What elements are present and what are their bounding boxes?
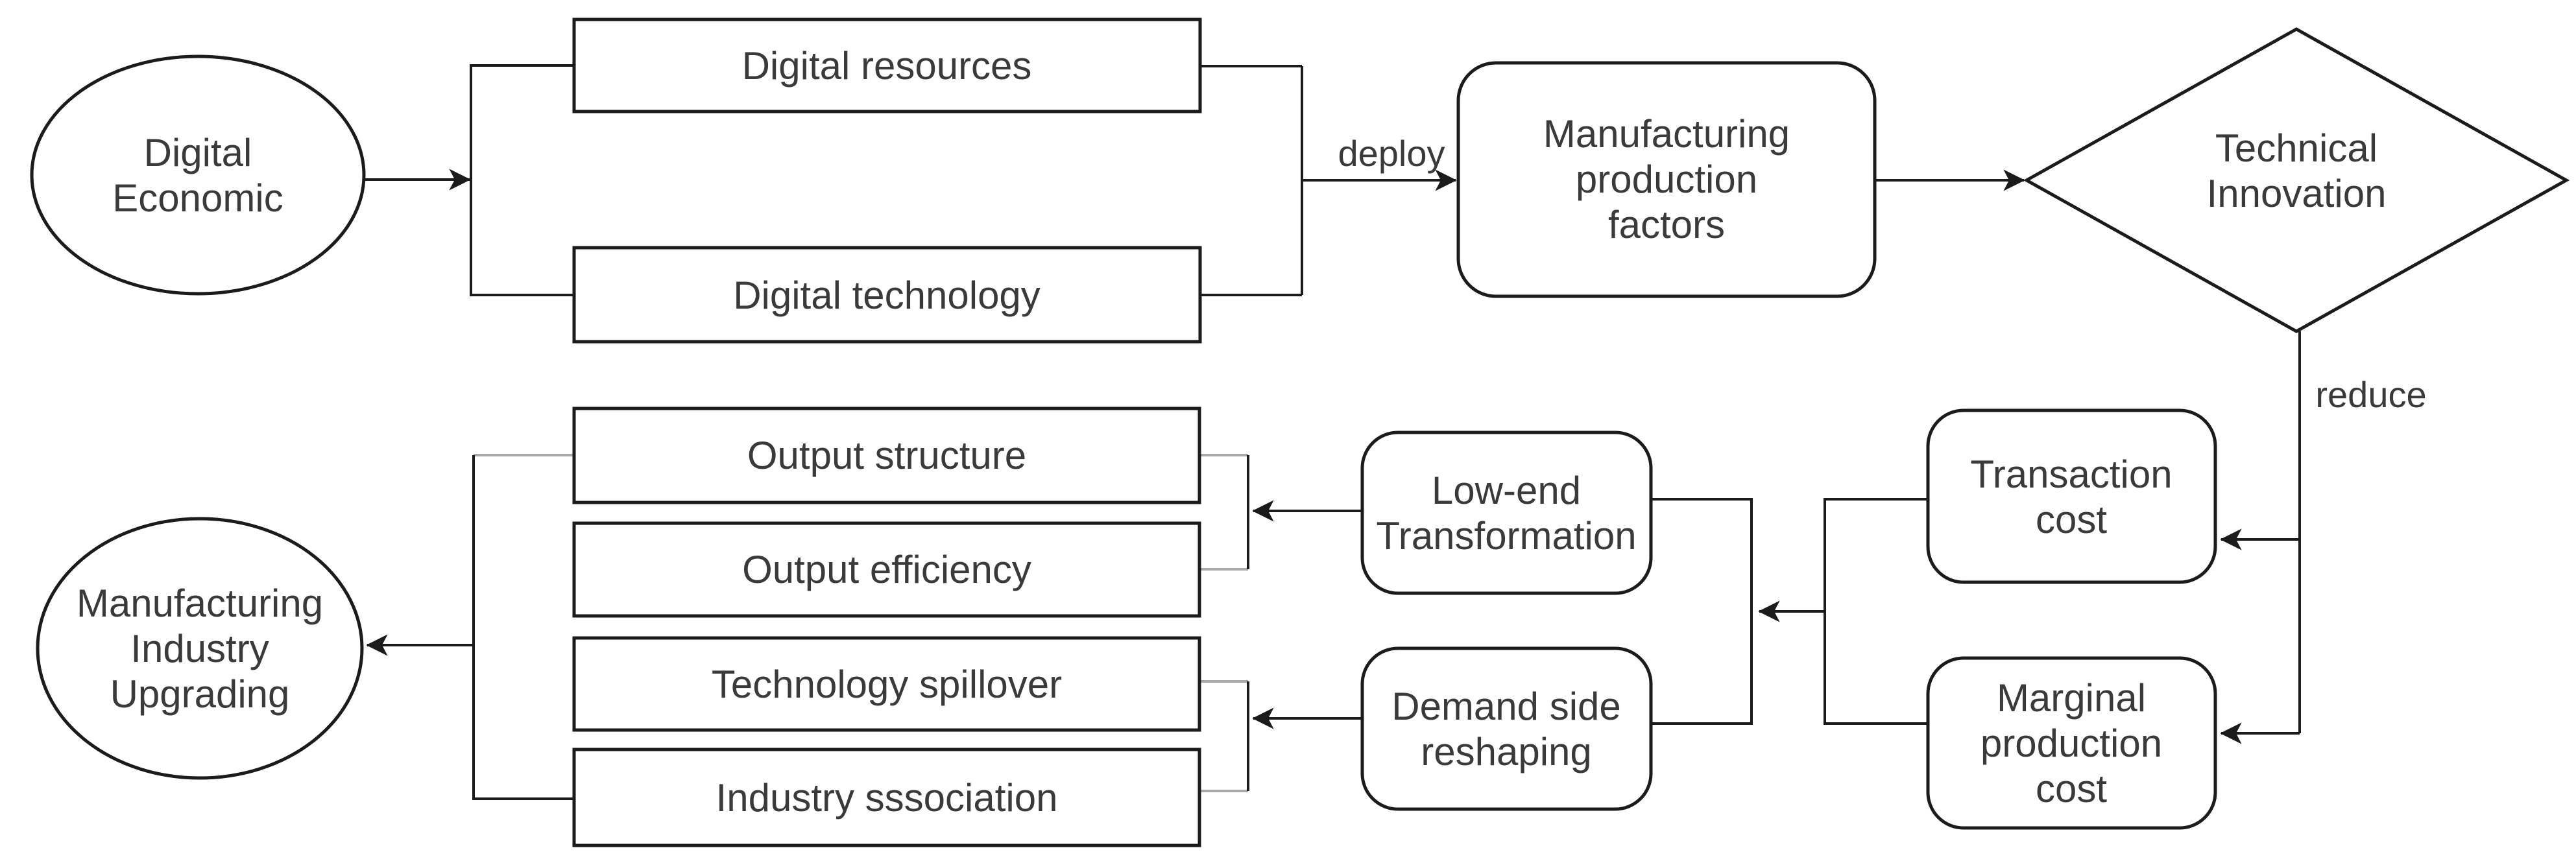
label-marginal-production-cost-line2: production — [1980, 722, 2162, 765]
label-manufacturing-production-factors-line3: factors — [1608, 203, 1725, 246]
node-manufacturing-industry-upgrading — [36, 517, 364, 780]
label-edge-reduce: reduce — [2315, 374, 2426, 415]
node-demand-side-reshaping — [1360, 646, 1653, 811]
label-manufacturing-production-factors-line1: Manufacturing — [1543, 112, 1790, 156]
label-demand-side-reshaping-line1: Demand side — [1391, 685, 1621, 728]
node-technology-spillover — [572, 636, 1201, 732]
node-output-efficiency — [572, 521, 1201, 618]
label-marginal-production-cost-line1: Marginal — [1997, 676, 2146, 720]
label-output-structure: Output structure — [747, 434, 1026, 477]
node-digital-economic — [30, 54, 366, 296]
label-low-end-transformation-line1: Low-end — [1432, 469, 1581, 512]
node-digital-technology — [572, 246, 1202, 344]
gray-connectors — [474, 454, 1248, 792]
label-transaction-cost-line2: cost — [2036, 498, 2107, 541]
node-labels: Digital Economic Digital resources Digit… — [77, 44, 2427, 820]
node-output-structure — [572, 407, 1201, 504]
node-manufacturing-production-factors — [1456, 61, 1877, 298]
label-manufacturing-industry-upgrading-line2: Industry — [130, 627, 269, 670]
bracket-outputs-left — [472, 455, 574, 800]
label-edge-deploy: deploy — [1338, 133, 1445, 174]
label-output-efficiency: Output efficiency — [742, 548, 1031, 591]
edges — [364, 64, 2301, 800]
label-industry-association: Industry sssociation — [716, 776, 1058, 820]
bracket-transformation-right — [1651, 498, 1753, 725]
label-manufacturing-industry-upgrading-line3: Upgrading — [110, 672, 290, 716]
label-manufacturing-production-factors-line2: production — [1576, 158, 1757, 201]
node-low-end-transformation — [1360, 430, 1653, 595]
label-technology-spillover: Technology spillover — [712, 663, 1062, 706]
label-digital-economic-line2: Economic — [112, 176, 283, 220]
label-technical-innovation-line2: Innovation — [2207, 172, 2387, 215]
label-digital-technology: Digital technology — [733, 274, 1041, 317]
bracket-costs-left — [1824, 498, 1928, 725]
node-digital-resources — [572, 18, 1202, 113]
label-technical-innovation-line1: Technical — [2215, 126, 2377, 170]
node-transaction-cost — [1926, 408, 2217, 584]
bracket-digital-split-left — [470, 64, 574, 296]
node-technical-innovation — [2023, 27, 2570, 333]
node-marginal-production-cost — [1926, 656, 2217, 830]
label-marginal-production-cost-line3: cost — [2036, 767, 2107, 810]
label-manufacturing-industry-upgrading-line1: Manufacturing — [77, 582, 323, 625]
label-digital-resources: Digital resources — [742, 44, 1032, 88]
node-shapes — [30, 18, 2570, 847]
label-demand-side-reshaping-line2: reshaping — [1421, 730, 1592, 773]
node-industry-association — [572, 748, 1201, 847]
label-transaction-cost-line1: Transaction — [1970, 453, 2172, 496]
label-low-end-transformation-line2: Transformation — [1376, 514, 1636, 558]
label-digital-economic-line1: Digital — [144, 131, 252, 174]
